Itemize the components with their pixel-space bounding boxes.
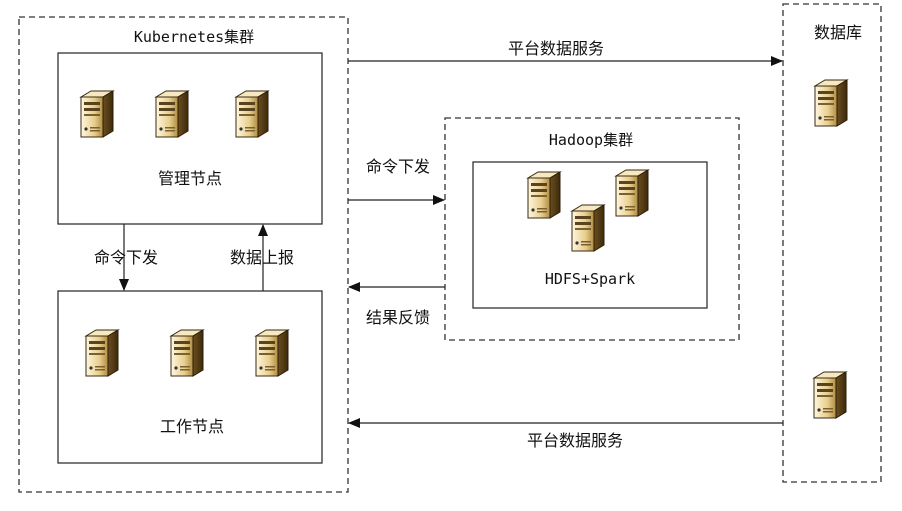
server-icon (814, 79, 848, 127)
server-icon (80, 90, 114, 138)
hdfs-spark-label: HDFS+Spark (545, 270, 635, 288)
kubernetes-cluster-boundary (18, 16, 349, 493)
kubernetes-cluster-title: Kubernetes集群 (134, 28, 254, 46)
hadoop-cluster-boundary (444, 117, 740, 341)
server-icon (155, 90, 189, 138)
top-service-label: 平台数据服务 (508, 39, 604, 58)
database-boundary (782, 3, 882, 483)
server-icon (85, 329, 119, 377)
server-icon (255, 329, 289, 377)
database-title: 数据库 (814, 23, 862, 42)
server-icon (571, 204, 605, 252)
master-node-box (57, 52, 323, 225)
worker-node-box (57, 290, 323, 464)
server-icon (170, 329, 204, 377)
hadoop-cluster-title: Hadoop集群 (549, 131, 633, 149)
server-icon (527, 171, 561, 219)
server-icon (615, 169, 649, 217)
server-icon (235, 90, 269, 138)
server-icon (813, 371, 847, 419)
worker-node-label: 工作节点 (160, 417, 224, 436)
result-feedback-label: 结果反馈 (366, 308, 430, 327)
cmd-to-hadoop-label: 命令下发 (366, 157, 430, 176)
data-up-label: 数据上报 (230, 248, 294, 267)
cmd-down-label: 命令下发 (94, 248, 158, 267)
master-node-label: 管理节点 (158, 169, 222, 188)
bottom-service-label: 平台数据服务 (527, 431, 623, 450)
